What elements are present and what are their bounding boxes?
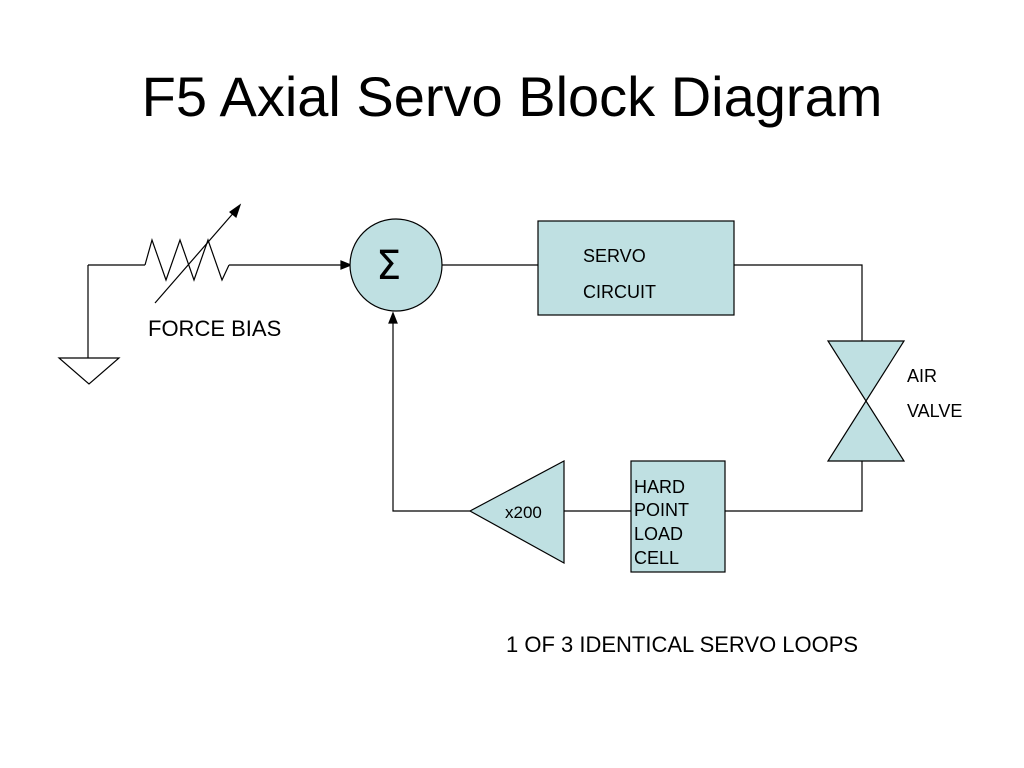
load-cell-label-line3: LOAD (634, 524, 684, 544)
servo-to-valve-connector (734, 264, 863, 341)
force-bias-label: FORCE BIAS (148, 316, 282, 341)
footnote-label: 1 OF 3 IDENTICAL SERVO LOOPS (506, 632, 859, 657)
ground-symbol (57, 265, 121, 385)
page-title: F5 Axial Servo Block Diagram (141, 65, 883, 128)
servo-circuit-label-line2: CIRCUIT (583, 282, 656, 302)
bias-to-summer-connector (266, 260, 353, 270)
load-cell-block (630, 460, 726, 573)
feedback-connector (388, 311, 470, 512)
air-valve-symbol (826, 340, 906, 462)
variable-resistor (88, 203, 266, 304)
summing-junction-symbol: Σ (376, 243, 402, 289)
servo-circuit-label-line1: SERVO (583, 246, 646, 266)
load-cell-label-line2: POINT (634, 500, 690, 520)
load-cell-label-line1: HARD (634, 477, 686, 497)
air-valve-label-line2: VALVE (907, 401, 963, 421)
air-valve-label-line1: AIR (907, 366, 938, 386)
valve-to-loadcell-connector (725, 461, 863, 512)
amplifier-symbol (468, 460, 565, 565)
load-cell-label-line4: CELL (634, 548, 680, 568)
servo-circuit-block (537, 220, 735, 316)
amplifier-gain-label: x200 (505, 503, 542, 522)
